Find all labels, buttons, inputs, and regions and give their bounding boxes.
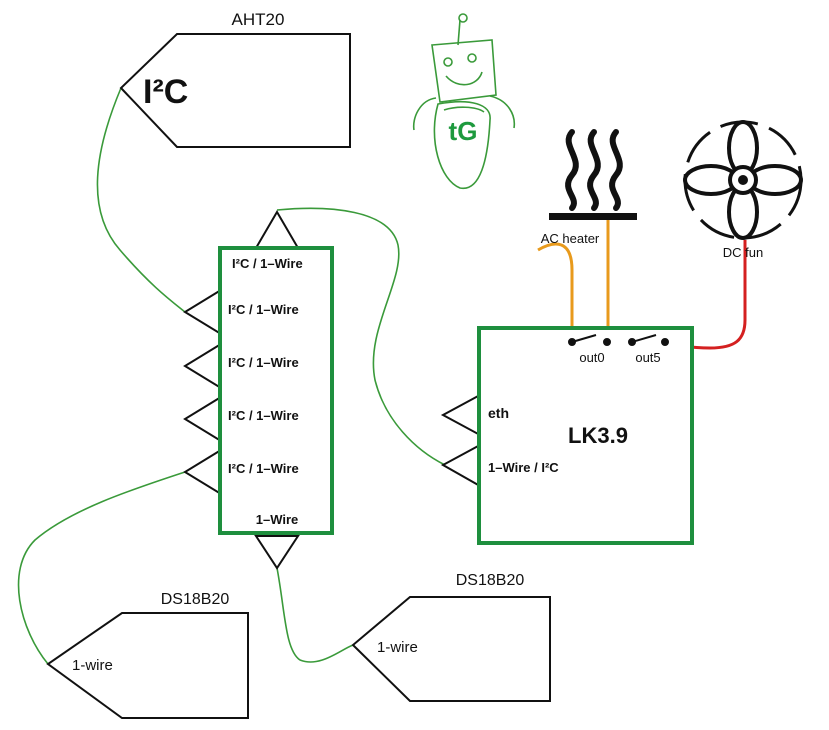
wire-hub-top-to-controller	[276, 207, 446, 466]
controller-bus-connector	[440, 443, 481, 488]
ds18b20-left-title: DS18B20	[161, 591, 230, 608]
ds18b20-left-port-label: 1-wire	[72, 657, 113, 674]
controller-bus-label: 1–Wire / I²C	[488, 460, 559, 475]
controller-box	[477, 326, 694, 545]
relay-out0-label: out0	[579, 350, 604, 365]
aht20-port-label: I²C	[143, 73, 188, 111]
hub-left-connector-3	[183, 395, 222, 443]
heater-label: AC heater	[541, 231, 600, 246]
controller-lk39: LK3.9 eth 1–Wire / I²C out0 out5	[440, 326, 694, 545]
hub-box	[218, 246, 334, 535]
fan-icon	[683, 120, 803, 240]
relay-out5-label: out5	[635, 350, 660, 365]
hub-port-label-2: I²C / 1–Wire	[228, 355, 299, 370]
hub-bottom-connector	[254, 535, 300, 570]
hub-left-connector-2	[183, 342, 222, 390]
controller-eth-connector	[440, 393, 481, 437]
wire-hub-bottom-to-right-sensor	[276, 567, 354, 663]
fan-label: DC fun	[723, 245, 763, 260]
hub-left-connector-4	[183, 448, 222, 496]
bus-wires	[17, 87, 446, 665]
ds18b20-left-sensor: DS18B20 1-wire	[46, 591, 249, 719]
ds18b20-right-port-label: 1-wire	[377, 639, 418, 656]
wire-hub-to-left-sensor	[17, 471, 186, 665]
controller-name: LK3.9	[568, 423, 628, 448]
aht20-title: AHT20	[232, 10, 285, 29]
heater-icon	[549, 129, 637, 220]
hub-splitter: I²C / 1–Wire I²C / 1–Wire I²C / 1–Wire I…	[183, 210, 334, 570]
aht20-sensor: AHT20 I²C	[119, 10, 351, 148]
ds18b20-right-tag-shape	[351, 596, 551, 702]
heater-plate	[549, 213, 637, 220]
hub-top-port-label: I²C / 1–Wire	[232, 256, 303, 271]
ds18b20-left-tag-shape	[46, 612, 249, 719]
wire-heater-orange-1	[537, 242, 574, 338]
hub-port-label-1: I²C / 1–Wire	[228, 302, 299, 317]
wire-aht20-to-hub	[96, 87, 186, 313]
hub-port-label-4: I²C / 1–Wire	[228, 461, 299, 476]
logo-text: tG	[449, 116, 478, 146]
robot-logo-icon	[412, 13, 516, 189]
hub-bottom-port-label: 1–Wire	[256, 512, 299, 527]
controller-eth-label: eth	[488, 405, 509, 421]
hub-top-connector	[254, 210, 300, 249]
hub-port-label-3: I²C / 1–Wire	[228, 408, 299, 423]
ds18b20-right-title: DS18B20	[456, 572, 525, 589]
ds18b20-right-sensor: DS18B20 1-wire	[351, 572, 551, 702]
aht20-tag-shape	[119, 33, 351, 148]
hub-left-connector-1	[183, 288, 222, 336]
